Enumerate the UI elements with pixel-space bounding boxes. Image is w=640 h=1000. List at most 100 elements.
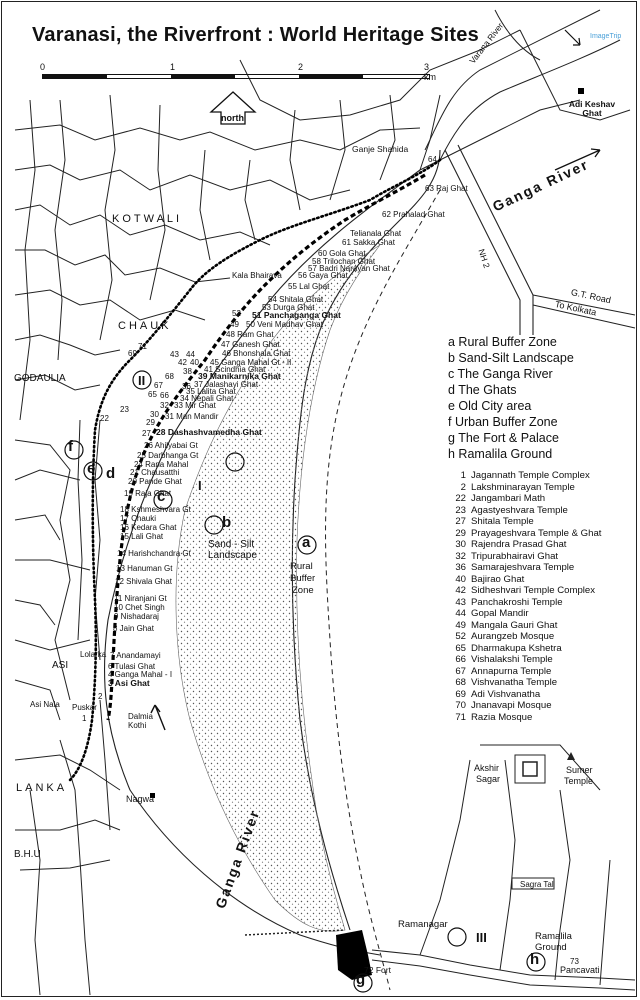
ghat-label: 48 Ram Ghat [226,330,274,339]
place-buffer: Buffer [290,573,316,584]
ghat-label: 12 Shivala Ghat [115,577,172,586]
place-chauk: CHAUK [118,320,172,332]
site-number: 44 [186,350,195,359]
place-godaulia: GODAULIA [14,373,66,384]
site-list-name: Shitala Temple [471,516,534,527]
site-list-name: Sidheshvari Temple Complex [471,585,596,596]
place-asi: ASI [52,660,69,671]
site-list-number: 66 [455,654,466,665]
site-number: 66 [160,391,169,400]
site-number: 68 [165,372,174,381]
site-list-name: Razia Mosque [471,711,533,723]
site-list-name: Mangala Gauri Ghat [471,619,558,631]
place-lolarka: Lolarka [80,650,107,659]
rural-buffer-boundary [325,189,441,991]
zone-letter-g: g [356,971,366,988]
place-adi-keshav: Adi Keshav Ghat [568,99,616,118]
ghat-label: 20 Pande Ghat [128,477,182,486]
site-list-number: 65 [455,642,466,654]
nagwa-marker [150,793,155,798]
varana-arrow-icon [564,29,581,46]
legend-item: f Urban Buffer Zone [448,415,558,429]
ghat-label: 13 Hanuman Gt [116,564,173,573]
ghat-label: 57 Badri Narayan Ghat [308,264,390,273]
ghat-label: 15 Lali Ghat [120,532,164,541]
ghat-label: 34 Nepali Ghat [180,394,234,403]
place-zone: Zone [292,585,314,596]
site-list-name: Jagannath Temple Complex [471,470,590,481]
ghat-label: 3 Asi Ghat [108,678,150,688]
zone-letter-d: d [106,465,116,482]
zone-letter-h: h [530,951,540,968]
site-list-number: 68 [455,677,466,688]
ghat-label: 37 Jalashayi Ghat [194,380,259,389]
site-number: 40 [190,358,199,367]
site-list-item: 67 Annapurna Temple [448,666,634,678]
site-list-number: 29 [455,527,466,539]
place-pancavati: Pancavati [560,965,600,975]
site-number: 42 [178,358,187,367]
place-rural: Rural [290,561,313,572]
site-list-number: 49 [455,619,466,631]
ghat-label: 25 Darbhanga Gt [137,451,199,460]
place-akshir: Akshir [474,763,500,773]
legend-item: g The Fort & Palace [448,431,559,445]
varana-river [424,9,621,161]
akshir-sagar-tank [514,754,546,784]
site-list-item: 69 Adi Vishvanatha [448,689,634,701]
zone-letter-c: c [157,488,166,505]
ghat-label: Telianala Ghat [350,229,402,238]
scale-tick-3: 3 km [424,62,436,82]
site-number: 2 [98,692,103,701]
ghat-label: 7 Anandamayi [110,651,161,660]
site-number: 29 [146,418,155,427]
site-list-number: 67 [455,665,466,677]
sumer-temple-marker [522,761,538,777]
sagra-tal-tank [511,877,555,890]
site-list-number: 1 [460,470,466,481]
ghat-label: 51 Panchaganga Ghat [252,310,341,320]
place-sumer: Sumer [566,765,593,775]
site-list-number: 52 [455,631,466,642]
site-list-name: Rajendra Prasad Ghat [471,539,567,550]
ghat-label: 8 Jain Ghat [113,624,154,633]
place-ramalila: Ramalila [535,931,572,942]
site-list-name: Annapurna Temple [471,665,552,677]
ghat-label: 4 Ganga Mahal - I [108,670,173,679]
site-list-item: 49 Mangala Gauri Ghat [448,620,634,632]
site-list-number: 69 [455,688,466,700]
ghat-label: 54 Shitala Ghat [268,295,324,304]
legend-item: d The Ghats [448,383,517,397]
zone-letter-f: f [68,438,73,455]
site-list-name: Adi Vishvanatha [471,688,541,700]
site-list-name: Prayageshvara Temple & Ghat [471,527,602,539]
pontoon-bridge [244,929,346,936]
north-arrow-icon [209,91,257,125]
scale-tick-1: 1 [170,62,176,72]
ghat-label: 63 Raj Ghat [425,184,468,193]
nh2-gt-road [444,144,636,335]
site-number: 1 [82,714,87,723]
site-number: 38 [183,367,192,376]
watermark-logo: ImageTrip [590,33,622,40]
site-list-number: 70 [455,700,466,711]
ghat-label: 26 Ahilyabai Gt [144,441,198,450]
site-list-number: 44 [455,608,466,619]
legend-item: e Old City area [448,399,532,413]
ghat-label: 62 Prahalad Ghat [382,210,445,219]
sumer-temple-icon [567,752,575,760]
place-ganje-shahida: Ganje Shahida [352,144,409,154]
zone-letter-b: b [222,514,232,531]
sand-silt-landscape [175,244,381,932]
urban-buffer-boundary [68,158,442,782]
ghat-label: 41 Scindhia Ghat [204,365,266,374]
adi-keshav-marker [578,88,584,94]
place-landscape: Landscape [208,550,257,561]
roman-II: II [138,373,146,388]
